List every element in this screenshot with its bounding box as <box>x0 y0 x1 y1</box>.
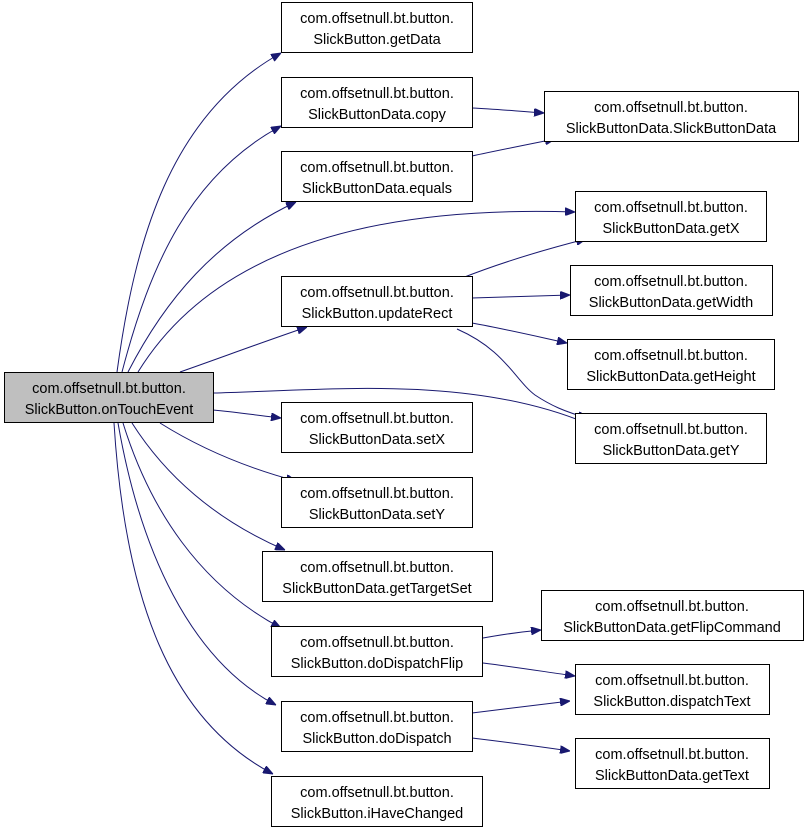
edge-updaterect-gety <box>456 328 588 418</box>
node-sety-line1: com.offsetnull.bt.button. <box>300 486 454 502</box>
edge-equals-ctor <box>471 139 555 157</box>
node-copy[interactable]: com.offsetnull.bt.button. SlickButtonDat… <box>281 77 473 128</box>
edge-ontouchevent-updaterect <box>179 327 307 373</box>
node-gettext-line1: com.offsetnull.bt.button. <box>595 747 749 763</box>
node-getflipcommand[interactable]: com.offsetnull.bt.button. SlickButtonDat… <box>541 590 804 641</box>
node-getdata-line2: SlickButton.getData <box>313 32 441 48</box>
node-equals[interactable]: com.offsetnull.bt.button. SlickButtonDat… <box>281 151 473 202</box>
node-getheight-line1: com.offsetnull.bt.button. <box>594 348 748 364</box>
edge-ontouchevent-setx <box>212 409 281 418</box>
node-ontouchevent[interactable]: com.offsetnull.bt.button. SlickButton.on… <box>4 372 214 423</box>
edge-ontouchevent-ihavechanged <box>113 422 273 774</box>
node-gety-line1: com.offsetnull.bt.button. <box>594 422 748 438</box>
node-gettext[interactable]: com.offsetnull.bt.button. SlickButtonDat… <box>575 738 770 789</box>
node-sety-line2: SlickButtonData.setY <box>309 507 446 523</box>
edge-ontouchevent-sety <box>159 422 296 481</box>
node-getflipcommand-line2: SlickButtonData.getFlipCommand <box>563 620 781 636</box>
node-dispatchtext-line1: com.offsetnull.bt.button. <box>595 673 749 689</box>
node-dodispatch-line2: SlickButton.doDispatch <box>302 731 451 747</box>
node-gettargetset[interactable]: com.offsetnull.bt.button. SlickButtonDat… <box>262 551 493 602</box>
node-copy-line2: SlickButtonData.copy <box>308 107 447 123</box>
node-dodispatch-line1: com.offsetnull.bt.button. <box>300 710 454 726</box>
node-getx[interactable]: com.offsetnull.bt.button. SlickButtonDat… <box>575 191 767 242</box>
edge-ontouchevent-copy <box>121 126 281 373</box>
edge-ontouchevent-equals <box>127 202 296 373</box>
node-setx-line1: com.offsetnull.bt.button. <box>300 411 454 427</box>
node-dodispatch[interactable]: com.offsetnull.bt.button. SlickButton.do… <box>281 701 473 752</box>
node-equals-line2: SlickButtonData.equals <box>302 181 452 197</box>
edge-updaterect-getx <box>461 239 586 279</box>
node-updaterect[interactable]: com.offsetnull.bt.button. SlickButton.up… <box>281 276 473 327</box>
node-getdata-line1: com.offsetnull.bt.button. <box>300 11 454 27</box>
node-getheight-line2: SlickButtonData.getHeight <box>586 369 755 385</box>
node-dodispatchflip-line1: com.offsetnull.bt.button. <box>300 635 454 651</box>
edge-ontouchevent-gety <box>212 387 586 423</box>
node-setx-line2: SlickButtonData.setX <box>309 432 446 448</box>
node-updaterect-line1: com.offsetnull.bt.button. <box>300 285 454 301</box>
edge-ontouchevent-gettargetset <box>131 422 285 550</box>
edge-updaterect-getwidth <box>471 295 570 298</box>
edge-ontouchevent-dodispatch <box>117 422 276 705</box>
node-dodispatchflip-line2: SlickButton.doDispatchFlip <box>291 656 463 672</box>
edge-ontouchevent-dodispatchflip <box>122 422 281 628</box>
edge-dodispatchflip-dispatchtext <box>482 662 575 676</box>
node-getwidth-line1: com.offsetnull.bt.button. <box>594 274 748 290</box>
node-dispatchtext-line2: SlickButton.dispatchText <box>593 694 750 710</box>
node-getx-line2: SlickButtonData.getX <box>602 221 739 237</box>
edge-dodispatchflip-getflipcommand <box>482 630 541 639</box>
node-gettext-line2: SlickButtonData.getText <box>595 768 749 784</box>
edge-dodispatch-dispatchtext <box>471 701 570 714</box>
node-setx[interactable]: com.offsetnull.bt.button. SlickButtonDat… <box>281 402 473 453</box>
node-dodispatchflip[interactable]: com.offsetnull.bt.button. SlickButton.do… <box>271 626 483 677</box>
node-gety[interactable]: com.offsetnull.bt.button. SlickButtonDat… <box>575 413 767 464</box>
node-getx-line1: com.offsetnull.bt.button. <box>594 200 748 216</box>
node-getwidth[interactable]: com.offsetnull.bt.button. SlickButtonDat… <box>570 265 773 316</box>
node-dispatchtext[interactable]: com.offsetnull.bt.button. SlickButton.di… <box>575 664 770 715</box>
node-ihavechanged-line2: SlickButton.iHaveChanged <box>291 806 464 822</box>
node-sety[interactable]: com.offsetnull.bt.button. SlickButtonDat… <box>281 477 473 528</box>
node-gettargetset-line1: com.offsetnull.bt.button. <box>300 560 454 576</box>
node-getwidth-line2: SlickButtonData.getWidth <box>589 295 753 311</box>
edge-copy-ctor <box>471 107 544 113</box>
node-getdata[interactable]: com.offsetnull.bt.button. SlickButton.ge… <box>281 2 473 53</box>
node-ctor-line2: SlickButtonData.SlickButtonData <box>566 121 777 137</box>
node-gettargetset-line2: SlickButtonData.getTargetSet <box>282 581 471 597</box>
edge-ontouchevent-getdata <box>116 53 281 373</box>
node-getflipcommand-line1: com.offsetnull.bt.button. <box>595 599 749 615</box>
node-ontouchevent-line2: SlickButton.onTouchEvent <box>25 402 193 418</box>
node-updaterect-line2: SlickButton.updateRect <box>302 306 453 322</box>
node-ctor-line1: com.offsetnull.bt.button. <box>594 100 748 116</box>
node-ihavechanged[interactable]: com.offsetnull.bt.button. SlickButton.iH… <box>271 776 483 827</box>
edge-dodispatch-gettext <box>471 737 570 751</box>
node-copy-line1: com.offsetnull.bt.button. <box>300 86 454 102</box>
node-equals-line1: com.offsetnull.bt.button. <box>300 160 454 176</box>
edge-ontouchevent-getx <box>137 211 575 373</box>
node-ihavechanged-line1: com.offsetnull.bt.button. <box>300 785 454 801</box>
nodes: com.offsetnull.bt.button. SlickButton.on… <box>4 2 804 827</box>
node-ctor[interactable]: com.offsetnull.bt.button. SlickButtonDat… <box>544 91 799 142</box>
node-ontouchevent-line1: com.offsetnull.bt.button. <box>32 381 186 397</box>
node-getheight[interactable]: com.offsetnull.bt.button. SlickButtonDat… <box>567 339 775 390</box>
node-gety-line2: SlickButtonData.getY <box>602 443 739 459</box>
edge-updaterect-getheight <box>471 322 567 343</box>
